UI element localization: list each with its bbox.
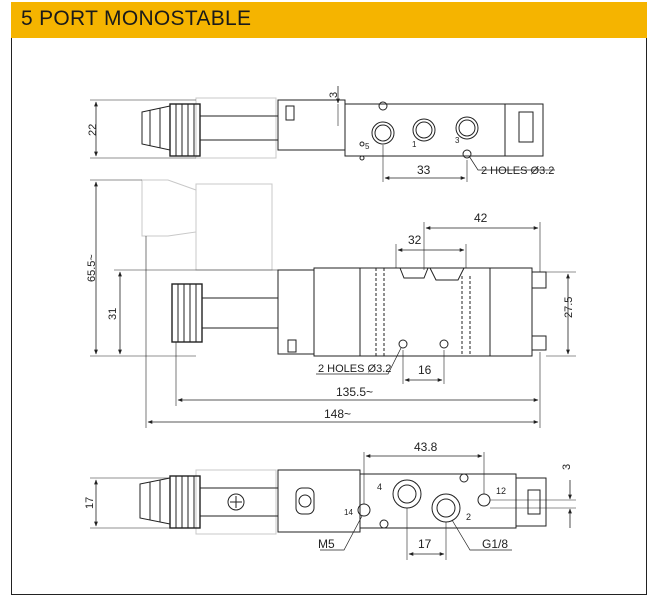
thread-m5-label: M5	[318, 537, 335, 551]
dim-27-5: 27.5	[563, 297, 575, 318]
connector-plug	[141, 105, 171, 151]
header-bar: 5 PORT MONOSTABLE	[11, 2, 647, 38]
top-port-label-1: 1	[412, 140, 417, 149]
port-1-top	[412, 118, 436, 142]
solenoid-stem	[199, 115, 279, 141]
dim-33: 33	[417, 163, 431, 177]
bottom-port-label-2: 2	[466, 512, 471, 522]
dim-22: 22	[87, 124, 99, 136]
dim-43-8: 43.8	[414, 440, 438, 454]
dim-3-bottom: 3	[561, 464, 573, 470]
bottom-view	[90, 452, 576, 560]
bottom-port-label-4: 4	[377, 482, 382, 492]
port-12	[477, 493, 491, 507]
side-holes-note: 2 HOLES Ø3.2	[318, 363, 391, 375]
drawing-frame	[11, 38, 647, 595]
page-title: 5 PORT MONOSTABLE	[21, 7, 252, 30]
port-2	[431, 493, 461, 523]
port-4	[392, 479, 422, 509]
top-port-label-3: 3	[455, 136, 460, 145]
top-port-label-5: 5	[365, 142, 370, 151]
bottom-port-label-12: 12	[496, 486, 506, 496]
dim-3-top: 3	[328, 92, 340, 98]
dim-42: 42	[474, 211, 488, 225]
port-3-top	[455, 116, 479, 140]
dim-17-height: 17	[84, 497, 96, 509]
port-5-top	[371, 121, 395, 145]
dim-16: 16	[418, 363, 432, 377]
bottom-port-label-14: 14	[344, 508, 353, 517]
top-holes-note: 2 HOLES Ø3.2	[481, 165, 554, 177]
dim-65-5: 65.5~	[86, 254, 98, 282]
dim-32: 32	[408, 233, 422, 247]
side-knurled-nut	[171, 283, 203, 343]
dim-17-width: 17	[418, 537, 432, 551]
valve-body-side	[313, 267, 533, 357]
thread-g18-label: G1/8	[482, 537, 508, 551]
dim-135-5: 135.5~	[336, 385, 373, 399]
dim-31: 31	[107, 308, 119, 320]
dim-148: 148~	[324, 407, 351, 421]
side-view	[90, 179, 576, 428]
coil-housing-faded	[195, 97, 277, 159]
side-coil-faded	[195, 183, 273, 271]
top-view	[90, 86, 555, 182]
